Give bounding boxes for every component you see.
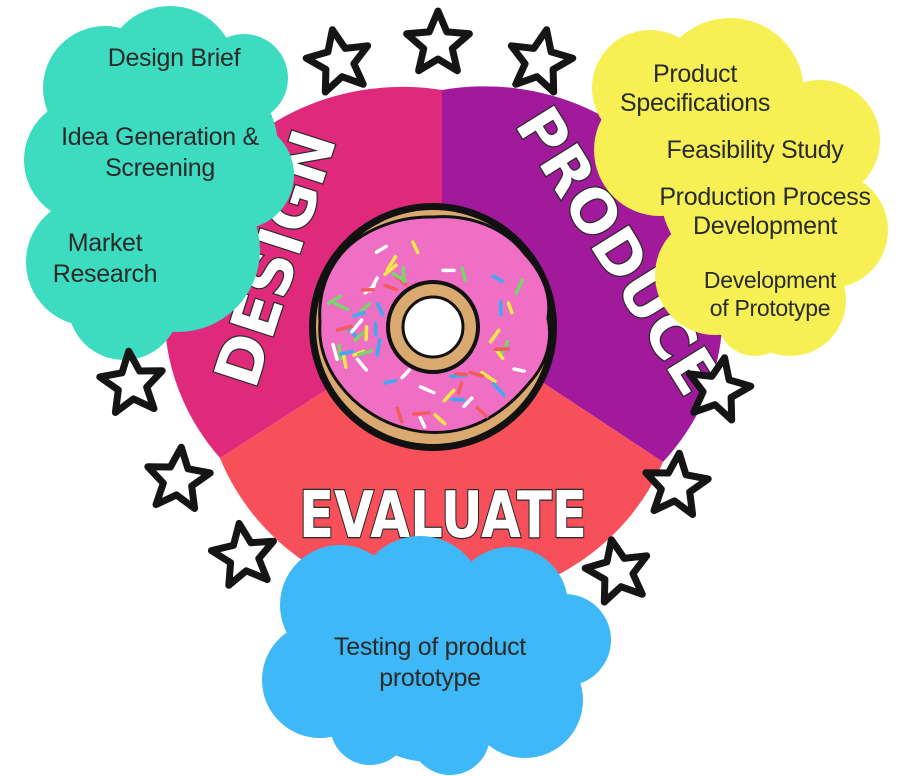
product-specifications-label: Product Specifications: [600, 60, 790, 118]
cloud-design: [24, 6, 294, 360]
product-specifications-line2: Specifications: [619, 89, 771, 117]
sprinkle: [512, 367, 526, 373]
star-icon: [507, 26, 577, 96]
sprinkle: [383, 283, 399, 292]
sprinkle: [488, 328, 501, 344]
idea-generation-line1: Idea Generation &: [61, 123, 259, 151]
sprinkle: [418, 385, 436, 395]
sprinkle: [395, 406, 404, 424]
sprinkle: [375, 337, 382, 357]
star-icon: [581, 536, 651, 606]
design-brief-label: Design Brief: [107, 44, 241, 72]
sprinkle: [506, 301, 514, 315]
sprinkle: [433, 413, 447, 426]
sprinkle: [456, 381, 464, 395]
sprinkle: [491, 274, 505, 284]
sprinkle: [373, 321, 378, 337]
sprinkle: [355, 357, 369, 372]
sprinkle: [353, 331, 365, 343]
sprinkle: [332, 301, 350, 312]
sprinkle: [341, 352, 348, 369]
sprinkle: [383, 378, 398, 385]
sprinkle: [339, 349, 355, 356]
sprinkle: [462, 396, 474, 409]
production-process-label: Production Process Development: [645, 183, 885, 241]
testing-of-product-label: Testing of product prototype: [300, 632, 560, 694]
sprinkle: [331, 342, 339, 362]
sprinkle: [514, 278, 525, 295]
sprinkle: [383, 263, 398, 277]
sprinkle: [352, 311, 366, 318]
cloud-produce: [592, 18, 888, 356]
sprinkle: [475, 406, 489, 419]
testing-of-product-line2: prototype: [379, 664, 481, 692]
sprinkle: [335, 324, 354, 332]
development-of-prototype-line2: of Prototype: [709, 295, 831, 321]
testing-of-product-line1: Testing of product: [334, 633, 526, 661]
star-icon: [144, 443, 214, 512]
idea-generation-label: Idea Generation & Screening: [40, 122, 280, 184]
sprinkle: [385, 254, 398, 272]
idea-generation-line2: Screening: [105, 154, 215, 182]
sprinkle: [453, 371, 468, 377]
sprinkle: [391, 271, 408, 283]
sprinkle: [350, 318, 364, 334]
sprinkle: [480, 370, 497, 384]
segment-label-evaluate: EVALUATE: [299, 479, 587, 553]
star-icon: [685, 354, 755, 424]
sprinkle: [450, 397, 466, 402]
feasibility-study-label: Feasibility Study: [666, 136, 844, 164]
sprinkle: [374, 244, 388, 254]
star-icon: [96, 347, 166, 416]
sprinkle: [326, 294, 343, 306]
production-process-line1: Production Process: [659, 183, 871, 211]
sprinkle: [460, 266, 468, 282]
sprinkle: [411, 240, 420, 255]
star-icon: [642, 449, 712, 518]
donut-icon: [309, 203, 557, 451]
sprinkle: [375, 301, 385, 317]
donut-sprinkles: [326, 240, 526, 429]
star-icon: [207, 519, 277, 589]
star-icon: [302, 26, 372, 96]
sprinkle: [337, 343, 343, 361]
sprinkle: [400, 368, 412, 380]
market-research-line1: Market: [67, 229, 143, 257]
sprinkle: [442, 388, 456, 403]
market-research-label: Market Research: [40, 228, 170, 290]
sprinkle: [412, 410, 431, 416]
star-icon: [403, 7, 473, 75]
development-of-prototype-label: Development of Prototype: [685, 266, 855, 322]
decorative-stars: [96, 7, 755, 606]
sprinkle: [468, 370, 485, 378]
sprinkle: [359, 302, 372, 313]
market-research-line2: Research: [52, 260, 158, 288]
sprinkle: [357, 349, 374, 357]
product-specifications-line1: Product: [652, 60, 738, 88]
production-process-line2: Development: [692, 212, 837, 240]
development-of-prototype-line1: Development: [703, 267, 837, 293]
sprinkle: [418, 416, 427, 429]
sprinkle: [491, 382, 506, 397]
cloud-evaluate: [262, 536, 611, 775]
